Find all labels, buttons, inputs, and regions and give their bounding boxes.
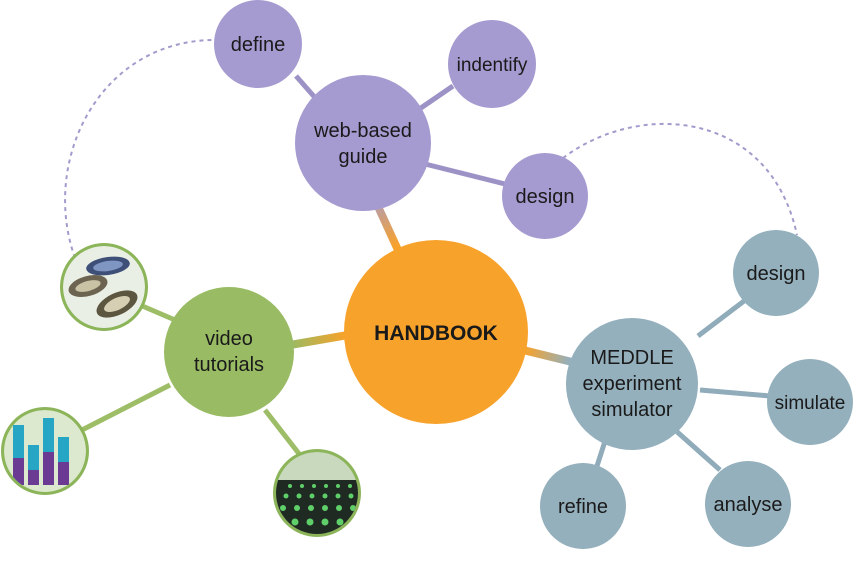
define-label: define — [231, 34, 286, 56]
simulator-label-line3: simulator — [591, 399, 672, 421]
node-web-based-guide: web-based guide — [295, 75, 431, 211]
connector-bars — [80, 382, 172, 433]
node-design-sim: design — [733, 230, 819, 316]
connector-oysters — [139, 302, 176, 323]
grid-field-image-icon — [273, 449, 361, 537]
connector-design-sim — [696, 296, 750, 338]
node-handbook: HANDBOOK — [344, 240, 528, 424]
connector-design-web — [424, 161, 506, 187]
node-define: define — [214, 0, 302, 88]
bar-chart-image-icon — [1, 407, 89, 495]
refine-label: refine — [558, 496, 608, 518]
web-guide-label-line1: web-based — [313, 120, 412, 142]
analyse-label: analyse — [714, 494, 783, 516]
connector-simulate — [699, 387, 771, 399]
connector-grid — [263, 408, 302, 457]
connector-analyse — [673, 428, 722, 472]
node-meddle-simulator: MEDDLE experiment simulator — [566, 318, 698, 450]
indentify-label: indentify — [457, 55, 528, 76]
video-label-line1: video — [205, 328, 253, 350]
web-guide-label-line2: guide — [339, 146, 388, 168]
node-analyse: analyse — [705, 461, 791, 547]
design-sim-label: design — [747, 263, 806, 285]
connector-hub-video — [289, 331, 349, 349]
dotted-link-right — [562, 122, 798, 236]
simulator-label-line1: MEDDLE — [590, 347, 673, 369]
design-web-label: design — [516, 186, 575, 208]
node-video-tutorials: video tutorials — [164, 287, 294, 417]
connector-hub-sim — [522, 346, 573, 366]
node-refine: refine — [540, 463, 626, 549]
node-simulate: simulate — [767, 359, 853, 445]
oysters-image-icon — [60, 243, 148, 331]
node-indentify: indentify — [448, 20, 536, 108]
simulator-label-line2: experiment — [583, 373, 682, 395]
handbook-label: HANDBOOK — [374, 322, 498, 345]
video-label-line2: tutorials — [194, 354, 264, 376]
simulate-label: simulate — [775, 393, 846, 414]
connector-indentify — [413, 83, 455, 115]
node-design-web: design — [502, 153, 588, 239]
dotted-link-left — [64, 39, 216, 259]
